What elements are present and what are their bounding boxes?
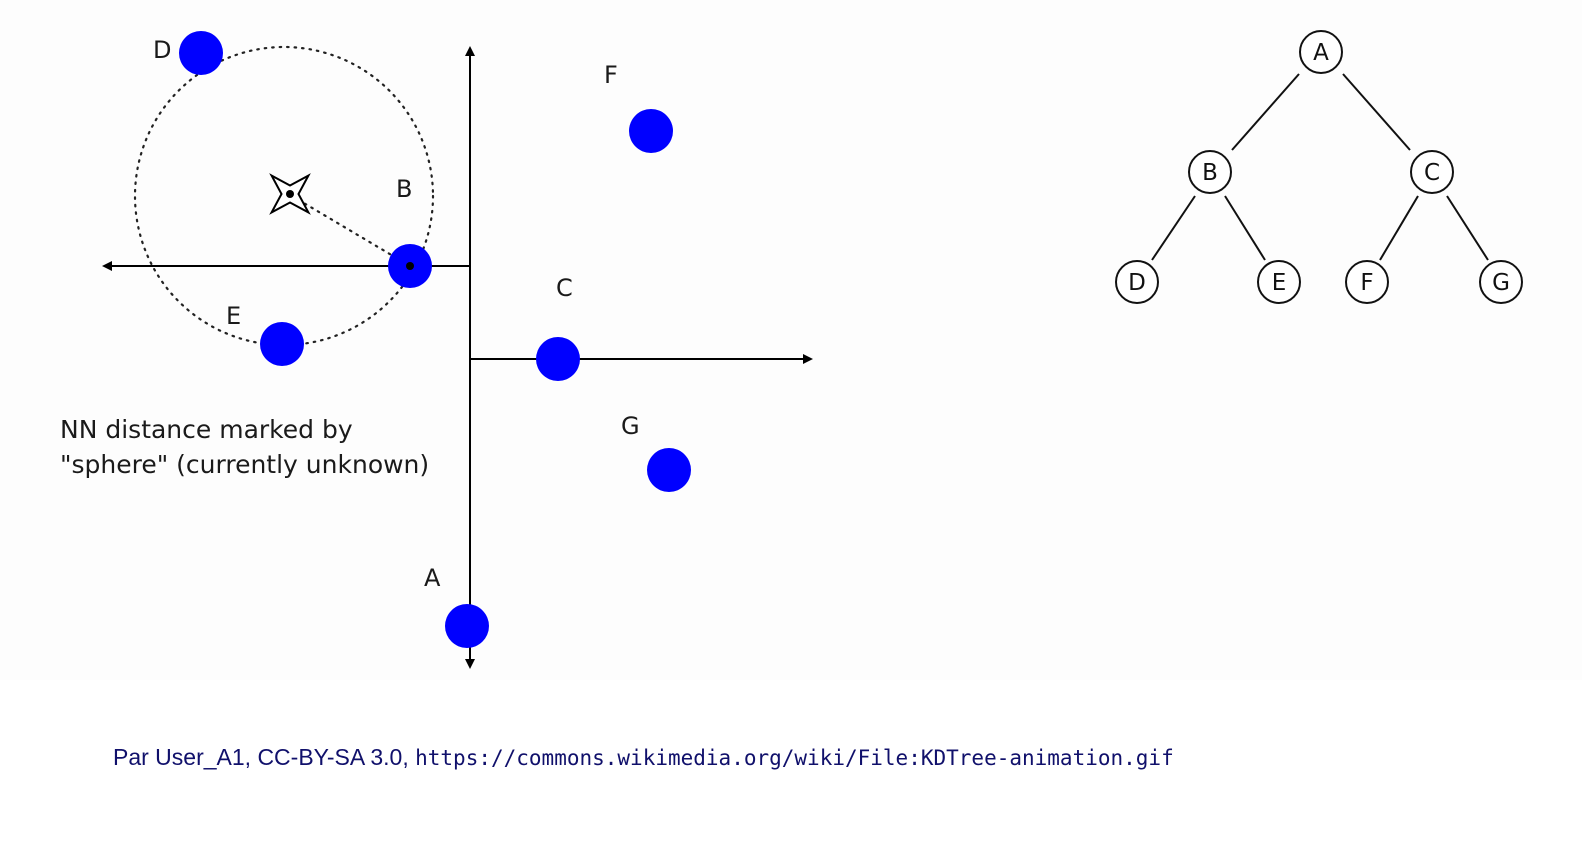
svg-text:D: D — [1128, 270, 1146, 296]
svg-text:B: B — [1202, 160, 1218, 186]
tree-edge-a-c — [1342, 73, 1411, 151]
tree-node-c: C — [1410, 150, 1454, 194]
svg-text:F: F — [1360, 270, 1373, 296]
tree-edge-c-f — [1379, 195, 1419, 261]
point-label-d: D — [153, 36, 171, 64]
tree-node-f: F — [1345, 260, 1389, 304]
point-label-f: F — [604, 61, 618, 89]
point-label-c: C — [556, 274, 573, 302]
svg-text:G: G — [1492, 270, 1510, 296]
b-center-dot — [406, 262, 414, 270]
credit-url: https://commons.wikimedia.org/wiki/File:… — [415, 746, 1174, 770]
point-g — [647, 448, 691, 492]
nn-note-line-2: "sphere" (currently unknown) — [60, 450, 429, 479]
svg-text:E: E — [1272, 270, 1287, 296]
credit-text: Par User_A1, CC-BY-SA 3.0, — [113, 744, 416, 770]
point-e — [260, 322, 304, 366]
tree-edge-b-e — [1224, 195, 1266, 261]
query-to-b-line — [290, 194, 412, 268]
tree-edge-a-b — [1231, 73, 1300, 151]
point-c — [536, 337, 580, 381]
point-f — [629, 109, 673, 153]
svg-text:C: C — [1424, 160, 1440, 186]
image-credit: Par User_A1, CC-BY-SA 3.0, https://commo… — [113, 744, 1174, 771]
tree-node-a: A — [1299, 30, 1343, 74]
query-point-icon — [269, 173, 311, 215]
tree-edge-b-d — [1151, 195, 1196, 261]
kd-tree: A B C D E F G — [1115, 30, 1523, 304]
nn-note-line-1: NN distance marked by — [60, 415, 353, 444]
point-label-a: A — [424, 564, 441, 592]
kd-space-diagram: D B E F C G A NN distance marked by "sph… — [60, 30, 1523, 669]
tree-node-g: G — [1479, 260, 1523, 304]
point-a — [445, 604, 489, 648]
point-label-g: G — [621, 412, 640, 440]
tree-node-e: E — [1257, 260, 1301, 304]
tree-edge-c-g — [1446, 195, 1489, 261]
tree-node-d: D — [1115, 260, 1159, 304]
svg-text:A: A — [1313, 40, 1329, 66]
point-d — [179, 31, 223, 75]
kd-tree-figure: D B E F C G A NN distance marked by "sph… — [60, 30, 1523, 669]
point-label-b: B — [396, 175, 412, 203]
point-label-e: E — [226, 302, 241, 330]
tree-node-b: B — [1188, 150, 1232, 194]
